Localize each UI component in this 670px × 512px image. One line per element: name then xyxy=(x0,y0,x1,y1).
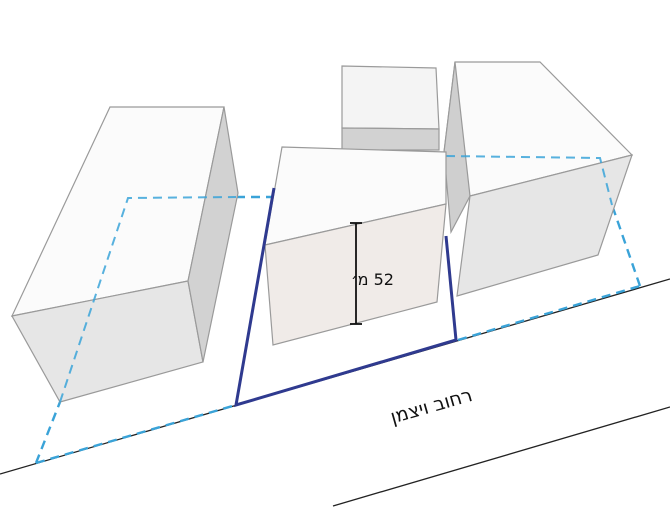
height-label: 52 מ׳ xyxy=(351,270,394,289)
building-rear-small xyxy=(341,65,440,151)
building-right xyxy=(443,61,634,297)
street-edge-line-far xyxy=(332,406,670,507)
dashed-lot-boundaries-over xyxy=(59,155,613,403)
dashed-lot-boundaries xyxy=(34,195,642,465)
building-left xyxy=(10,106,239,403)
street-name-label: רחוב ויצמן xyxy=(388,384,475,428)
height-dimension-line xyxy=(350,222,362,325)
plot-outline xyxy=(234,187,458,408)
